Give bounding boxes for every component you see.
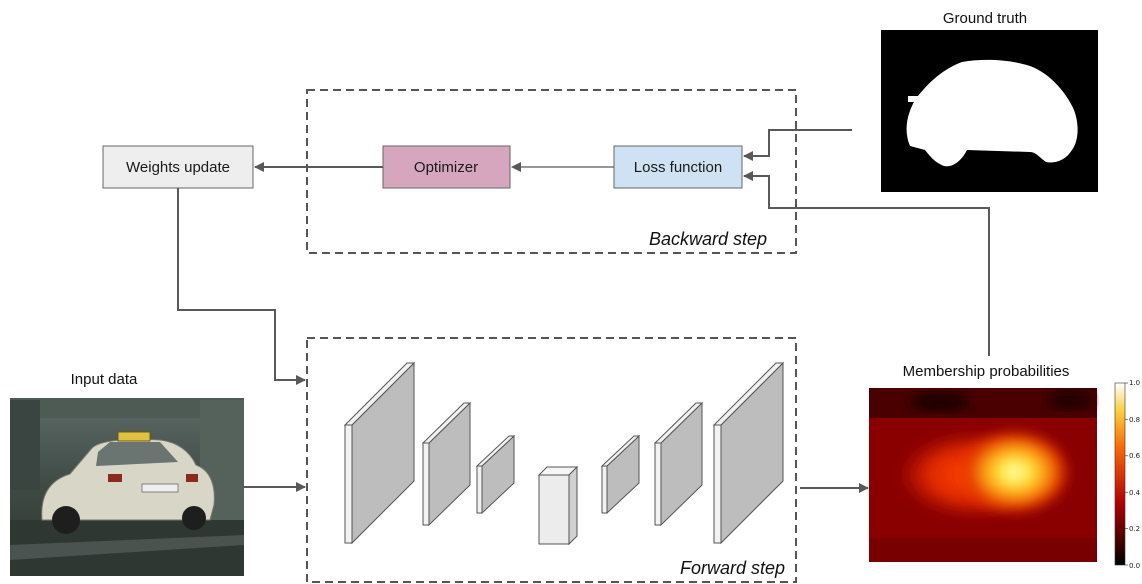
arrow-weights-to-network (177, 188, 306, 385)
optimizer-box: Optimizer (382, 145, 511, 189)
input-data-caption: Input data (71, 371, 138, 388)
loss-function-box: Loss function (613, 145, 743, 189)
colorbar-tick-0-0: 0.0 (1129, 562, 1140, 570)
network-layers (343, 361, 785, 546)
colorbar-tick-0-6: 0.6 (1129, 452, 1141, 460)
arrow-membership-to-loss (743, 171, 990, 356)
encoder-layer-2 (421, 401, 472, 527)
decoder-layer-1 (600, 434, 641, 515)
membership-heatmap-image (869, 388, 1097, 562)
colorbar-tick-1-0: 1.0 (1129, 379, 1140, 387)
colorbar-tick-0-2: 0.2 (1129, 525, 1140, 533)
forward-step-label: Forward step (680, 558, 785, 578)
weights-update-box: Weights update (102, 145, 254, 189)
arrow-groundtruth-to-loss (743, 129, 852, 161)
colorbar-tick-0-8: 0.8 (1129, 416, 1140, 424)
loss-function-label: Loss function (634, 159, 722, 176)
decoder-layer-3 (712, 361, 785, 545)
weights-update-label: Weights update (126, 159, 230, 176)
forward-step-region (306, 337, 797, 583)
encoder-layer-3 (475, 434, 516, 515)
colorbar-tick-0-4: 0.4 (1129, 489, 1141, 497)
colorbar: 1.0 0.8 0.6 0.4 0.2 0.0 (1114, 379, 1141, 570)
bottleneck-layer (537, 465, 579, 546)
backward-step-region (306, 89, 797, 254)
backward-step-label: Backward step (649, 229, 767, 249)
decoder-layer-2 (653, 401, 704, 527)
ground-truth-caption: Ground truth (943, 10, 1027, 27)
optimizer-label: Optimizer (414, 159, 478, 176)
input-image (10, 398, 244, 576)
membership-caption: Membership probabilities (903, 363, 1070, 380)
ground-truth-mask-image (881, 30, 1098, 192)
encoder-layer-1 (343, 361, 416, 545)
